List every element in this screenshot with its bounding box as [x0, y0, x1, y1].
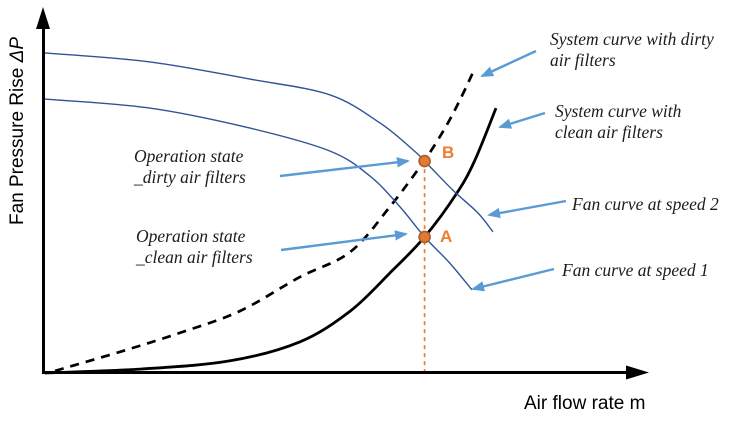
annotation-fan-curve-speed2: Fan curve at speed 2: [572, 194, 719, 214]
arrow-operation-dirty-to-b: [279, 157, 410, 178]
annotation-operation-state-dirty: Operation state _dirty air filters: [134, 146, 246, 187]
operating-point-b: [418, 154, 431, 168]
curve-fan-curve-at-speed-2: [44, 52, 494, 233]
y-axis-arrow-icon: [36, 7, 50, 29]
y-axis-label: Fan Pressure Rise ΔP: [7, 16, 29, 246]
annotation-operation-state-clean: Operation state _clean air filters: [136, 226, 253, 267]
y-axis-label-symbol: ΔP: [7, 36, 28, 63]
arrow-fan-speed2: [487, 199, 567, 219]
arrow-operation-clean-to-a: [280, 230, 408, 252]
annotation-system-curve-clean: System curve with clean air filters: [555, 101, 682, 142]
arrow-system-clean: [498, 111, 546, 129]
annotation-fan-curve-speed1: Fan curve at speed 1: [562, 260, 709, 280]
x-axis-arrow-icon: [626, 365, 649, 380]
operating-point-a: [418, 230, 431, 244]
point-label-b: B: [442, 143, 455, 162]
curve-system-curve-with-dirty-air-filters: [54, 71, 475, 373]
operating-point-layer: [418, 154, 431, 372]
annotation-system-curve-dirty: System curve with dirty air filters: [550, 29, 714, 70]
curves-layer: [44, 52, 498, 375]
point-label-a: A: [440, 227, 453, 246]
curve-fan-curve-at-speed-1: [44, 98, 473, 291]
arrow-fan-speed1: [471, 267, 555, 292]
curve-system-curve-with-clean-air-filters: [44, 107, 498, 375]
arrow-system-dirty: [480, 49, 537, 78]
y-axis-label-text: Fan Pressure Rise: [7, 62, 28, 226]
x-axis-label: Air flow rate m: [524, 393, 646, 414]
axes-layer: [36, 7, 649, 380]
annotation-arrows-layer: [279, 49, 567, 292]
